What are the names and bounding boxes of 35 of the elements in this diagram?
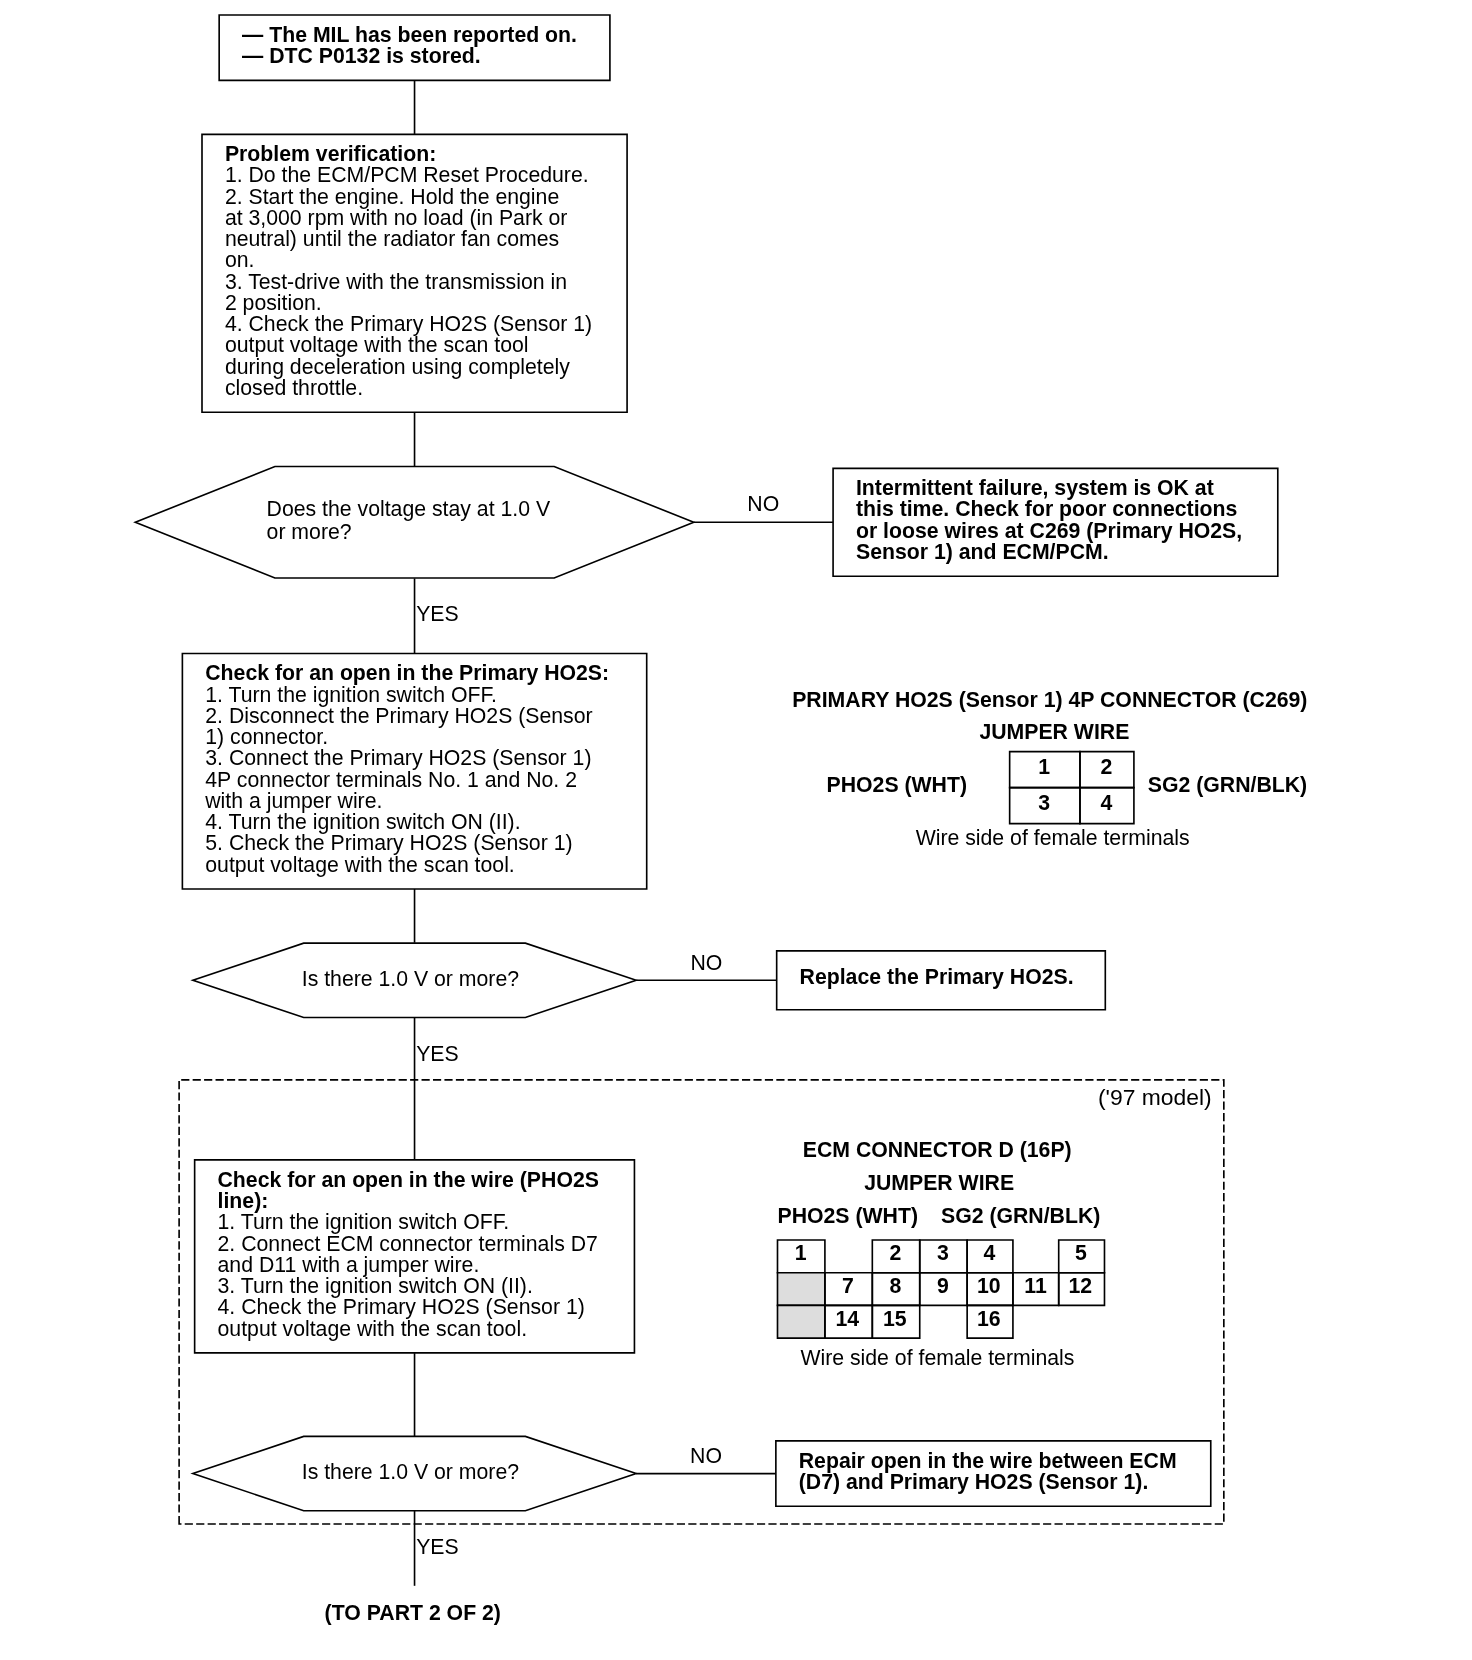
label: 11 xyxy=(1023,1274,1047,1298)
label: 7 xyxy=(841,1274,854,1298)
label: 15 xyxy=(882,1306,907,1331)
label: 2 xyxy=(888,1241,901,1266)
label: JUMPER WIRE xyxy=(978,720,1129,745)
label: Wire side of female terminals xyxy=(915,826,1190,851)
label: 2 xyxy=(1099,754,1112,779)
edge-label: YES xyxy=(415,602,459,627)
label: 3 xyxy=(936,1241,949,1266)
label: 4 xyxy=(1099,790,1112,815)
label: 5 xyxy=(1074,1241,1087,1266)
label: Wire side of female terminals xyxy=(799,1345,1074,1370)
label: 9 xyxy=(936,1274,949,1298)
edge-label: NO xyxy=(746,492,779,517)
label: 12 xyxy=(1068,1274,1092,1298)
label: 4 xyxy=(983,1241,995,1266)
label: PHO2S (WHT) xyxy=(826,772,967,797)
label: PHO2S (WHT) xyxy=(777,1203,918,1228)
edge-label: NO xyxy=(689,950,722,975)
label: 3 xyxy=(1037,790,1050,815)
label: SG2 (GRN/BLK) xyxy=(1147,772,1307,797)
label: 8 xyxy=(888,1274,901,1298)
edge-label: YES xyxy=(415,1535,459,1560)
label: SG2 (GRN/BLK) xyxy=(940,1203,1100,1228)
label: 10 xyxy=(976,1274,1001,1298)
edge-label: NO xyxy=(689,1443,722,1468)
label: 1 xyxy=(1037,754,1050,779)
label: ECM CONNECTOR D (16P) xyxy=(802,1138,1072,1163)
label: PRIMARY HO2S (Sensor 1) 4P CONNECTOR (C269) xyxy=(791,687,1307,712)
label: 1 xyxy=(794,1241,806,1266)
node-text: (TO PART 2 OF 2) xyxy=(324,1600,501,1625)
edge-label: YES xyxy=(415,1041,459,1066)
label: 14 xyxy=(835,1306,859,1331)
label: 16 xyxy=(976,1306,1001,1331)
label: JUMPER WIRE xyxy=(863,1171,1014,1195)
